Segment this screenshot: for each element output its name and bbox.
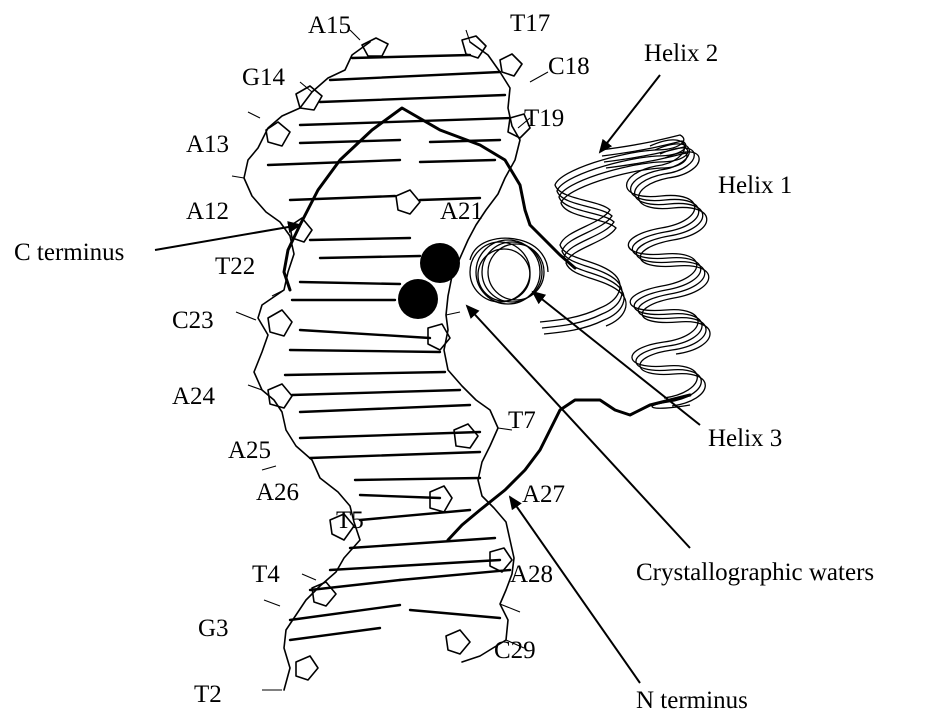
helix-1: [627, 140, 710, 408]
label-t4: T4: [252, 561, 280, 588]
label-t22: T22: [215, 253, 255, 280]
label-a13: A13: [186, 131, 229, 158]
label-crystallographic-waters: Crystallographic waters: [636, 559, 874, 586]
water-molecule: [420, 243, 460, 283]
label-t2: T2: [194, 681, 222, 708]
label-a27: A27: [522, 481, 565, 508]
label-g14: G14: [242, 64, 286, 91]
label-helix-1: Helix 1: [718, 172, 792, 199]
label-a15: A15: [308, 12, 351, 39]
water-molecule: [398, 279, 438, 319]
label-a12: A12: [186, 198, 229, 225]
dna-double-helix: [232, 30, 548, 690]
nucleotide-labels: A15 T17 C18 G14 T19 A13 A12 A21 T22 C23 …: [172, 10, 590, 708]
label-t7: T7: [508, 407, 536, 434]
pointer-helix-2: [600, 75, 660, 152]
dna-strand-left: [244, 42, 370, 690]
label-c18: C18: [548, 53, 590, 80]
label-a21: A21: [440, 198, 483, 225]
label-a24: A24: [172, 383, 216, 410]
label-a26: A26: [256, 479, 299, 506]
label-a28: A28: [510, 561, 553, 588]
label-helix-3: Helix 3: [708, 425, 782, 452]
label-g3: G3: [198, 615, 229, 642]
label-t17: T17: [510, 10, 550, 37]
label-helix-2: Helix 2: [644, 40, 718, 67]
label-t19: T19: [524, 105, 564, 132]
label-c-terminus: C terminus: [14, 239, 124, 266]
label-c23: C23: [172, 307, 214, 334]
label-n-terminus: N terminus: [636, 687, 748, 714]
pointer-c-terminus: [155, 225, 300, 250]
label-c29: C29: [494, 637, 536, 664]
helix-2: [540, 135, 688, 334]
label-t5: T5: [336, 507, 364, 534]
label-a25: A25: [228, 437, 271, 464]
pointer-waters: [467, 306, 690, 548]
